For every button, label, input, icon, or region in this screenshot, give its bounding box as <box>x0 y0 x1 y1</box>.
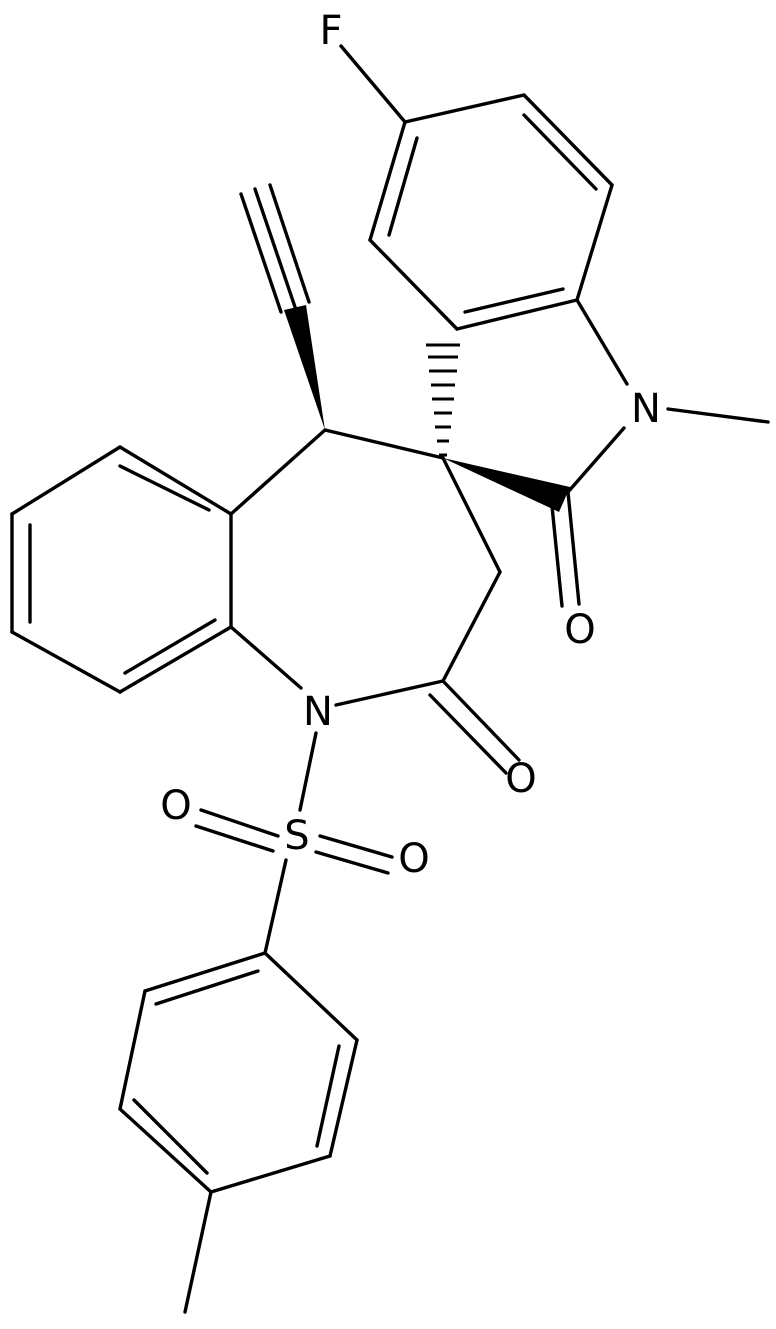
n-s-bond <box>298 731 318 812</box>
wedge-bond-spiro-carbonyl <box>443 458 570 512</box>
benzazepine-nitrogen-label: N <box>303 689 333 735</box>
lactam-oxygen-label: O <box>505 756 536 802</box>
benzazepine-ring <box>229 428 521 775</box>
fused-benzene-ring <box>10 445 233 694</box>
s-aryl-bond <box>263 858 288 955</box>
oxindole-oxygen-label: O <box>564 607 595 653</box>
sulfonyl-bonds <box>194 808 394 875</box>
ethynyl-triple-bond <box>239 183 311 314</box>
aryl-methyl-bond <box>183 1190 213 1314</box>
sulfur-atom-label: S <box>284 813 309 859</box>
tolyl-ring <box>118 951 359 1194</box>
indolinone-nitrogen-label: N <box>631 386 661 432</box>
fluorine-atom-label: F <box>319 8 342 54</box>
oxindole-lactam-ring <box>549 298 770 608</box>
hashed-wedge-lines <box>426 343 460 457</box>
sulfonyl-oxygen-right-label: O <box>398 836 429 882</box>
hashed-wedge-bond <box>435 344 475 460</box>
wedge-bond-ethynyl <box>284 305 325 430</box>
fluorobenzene-ring <box>368 93 614 331</box>
c-f-bond <box>339 44 407 124</box>
sulfonyl-oxygen-left-label: O <box>160 783 191 829</box>
